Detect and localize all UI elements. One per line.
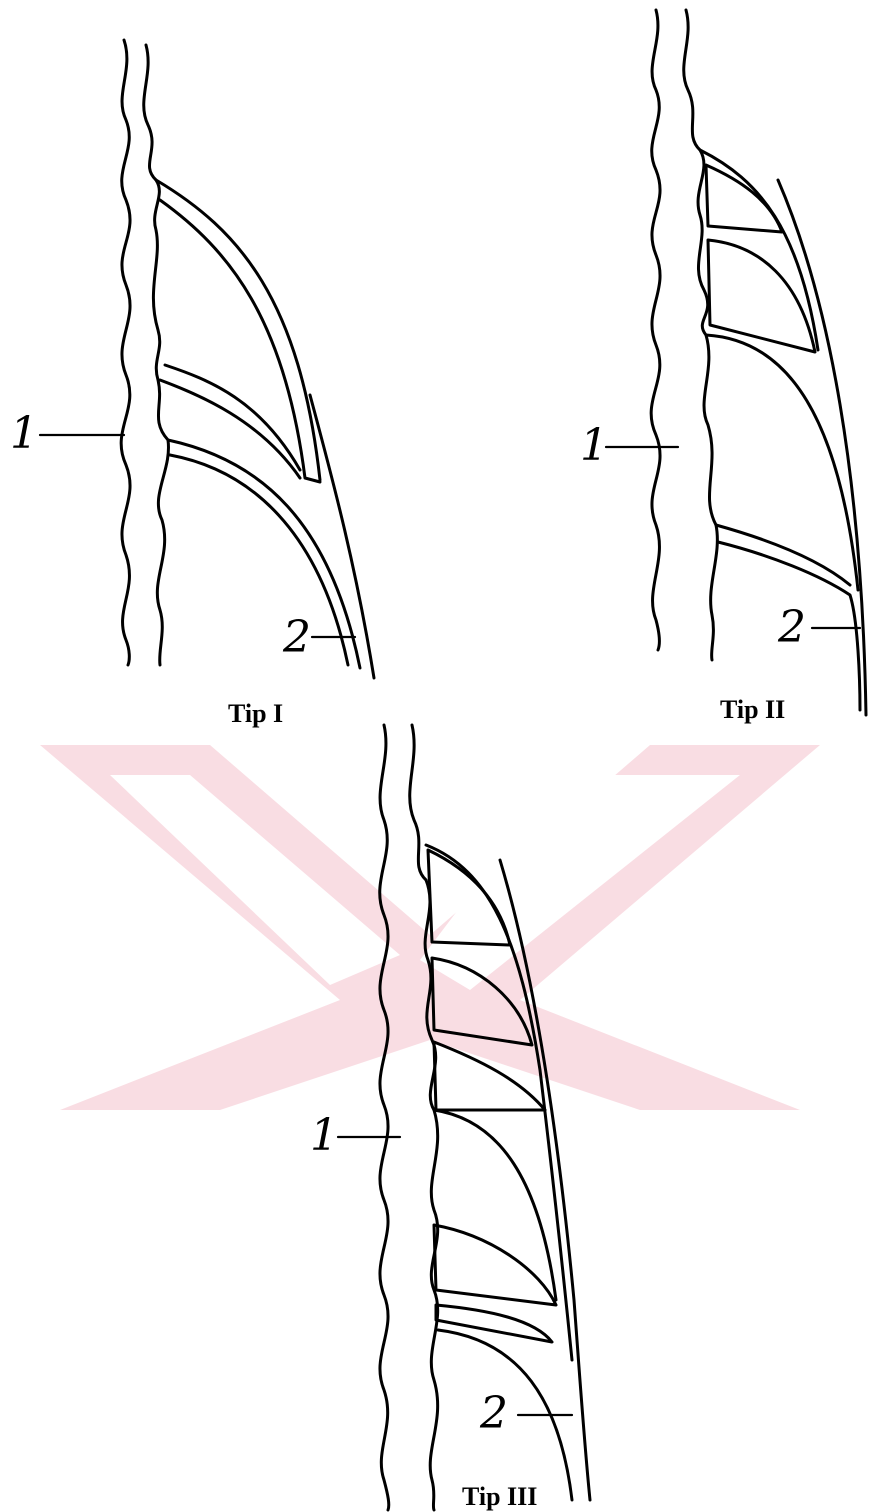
outer-branch-upper [700, 150, 818, 350]
cell-4 [434, 1225, 556, 1305]
main-stem-left-edge [121, 40, 130, 665]
caption-tip-3: Tip III [462, 1482, 537, 1511]
label-1: 1 [310, 1110, 338, 1161]
main-stem-right-edge [144, 45, 169, 665]
main-stem-left-edge [380, 725, 389, 1510]
figure-tip-2: 1 2 Tip II [580, 10, 866, 724]
outer-branch-lower [160, 200, 320, 482]
cell-1 [706, 165, 782, 232]
label-1: 1 [10, 408, 38, 459]
outer-branch-upper [156, 180, 320, 480]
caption-tip-2: Tip II [720, 695, 785, 724]
main-stem-right-edge [410, 725, 438, 1510]
cell-2 [708, 240, 815, 352]
main-stem-left-edge [651, 10, 660, 650]
label-2: 2 [282, 612, 311, 663]
figure-tip-1: 1 2 Tip I [10, 40, 374, 728]
secondary-branch-1 [434, 1110, 556, 1300]
secondary-vessel-outer [170, 455, 348, 665]
label-2: 2 [777, 602, 806, 653]
cell-5 [436, 1305, 552, 1342]
caption-tip-1: Tip I [228, 699, 283, 728]
label-1: 1 [580, 420, 608, 471]
label-2: 2 [479, 1388, 508, 1439]
